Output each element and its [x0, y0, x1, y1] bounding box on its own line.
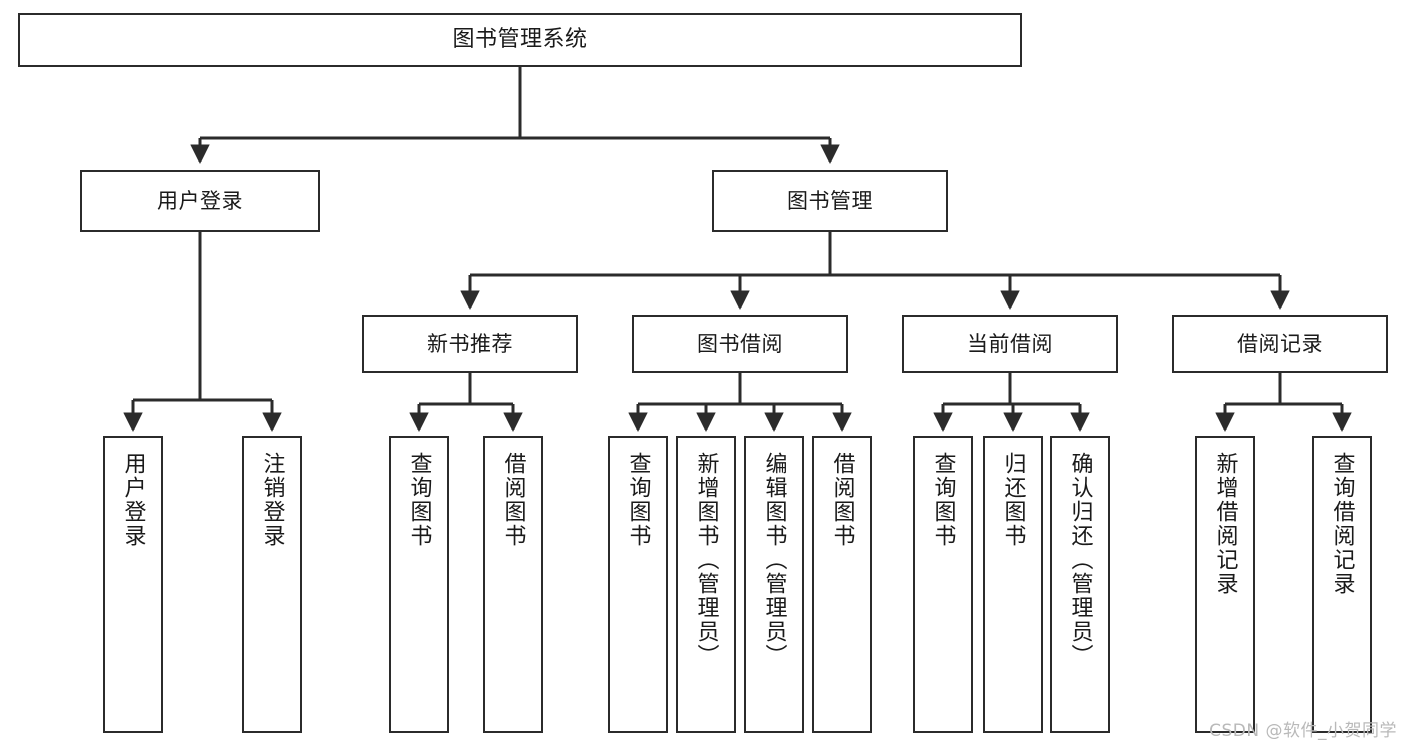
leaf-add-borrow-record[interactable]: 新增借阅记录: [1195, 436, 1255, 733]
node-book-management[interactable]: 图书管理: [712, 170, 948, 232]
leaf-user-logout[interactable]: 注销登录: [242, 436, 302, 733]
node-label: 注销登录: [259, 452, 285, 548]
node-label: 用户登录: [120, 452, 146, 548]
leaf-return-book[interactable]: 归还图书: [983, 436, 1043, 733]
node-book-borrow[interactable]: 图书借阅: [632, 315, 848, 373]
leaf-edit-book-admin[interactable]: 编辑图书（管理员）: [744, 436, 804, 733]
node-label: 当前借阅: [967, 331, 1053, 356]
leaf-query-book-borrow[interactable]: 查询图书: [608, 436, 668, 733]
node-label: 查询图书: [930, 452, 956, 548]
watermark: CSDN @软件_小贺同学: [1209, 721, 1397, 741]
node-label: 查询借阅记录: [1329, 452, 1355, 596]
leaf-add-book-admin[interactable]: 新增图书（管理员）: [676, 436, 736, 733]
node-new-book-recommend[interactable]: 新书推荐: [362, 315, 578, 373]
leaf-query-book-new[interactable]: 查询图书: [389, 436, 449, 733]
node-label: 借阅图书: [829, 452, 855, 548]
node-label: 新增借阅记录: [1212, 452, 1238, 596]
leaf-borrow-book[interactable]: 借阅图书: [812, 436, 872, 733]
leaf-confirm-return-admin[interactable]: 确认归还（管理员）: [1050, 436, 1110, 733]
node-root-system[interactable]: 图书管理系统: [18, 13, 1022, 67]
node-label: 借阅记录: [1237, 331, 1323, 356]
node-label: 借阅图书: [500, 452, 526, 548]
node-current-borrow[interactable]: 当前借阅: [902, 315, 1118, 373]
node-label: 确认归还（管理员）: [1067, 452, 1093, 668]
node-label: 查询图书: [406, 452, 432, 548]
node-label: 图书管理: [787, 188, 873, 213]
node-label: 用户登录: [157, 188, 243, 213]
node-label: 新增图书（管理员）: [693, 452, 719, 668]
node-label: 图书借阅: [697, 331, 783, 356]
node-label: 归还图书: [1000, 452, 1026, 548]
leaf-query-borrow-record[interactable]: 查询借阅记录: [1312, 436, 1372, 733]
node-label: 查询图书: [625, 452, 651, 548]
node-label: 图书管理系统: [452, 27, 588, 53]
leaf-query-book-current[interactable]: 查询图书: [913, 436, 973, 733]
leaf-user-login[interactable]: 用户登录: [103, 436, 163, 733]
leaf-borrow-book-new[interactable]: 借阅图书: [483, 436, 543, 733]
node-user-login[interactable]: 用户登录: [80, 170, 320, 232]
node-borrow-record[interactable]: 借阅记录: [1172, 315, 1388, 373]
node-label: 编辑图书（管理员）: [761, 452, 787, 668]
node-label: 新书推荐: [427, 331, 513, 356]
